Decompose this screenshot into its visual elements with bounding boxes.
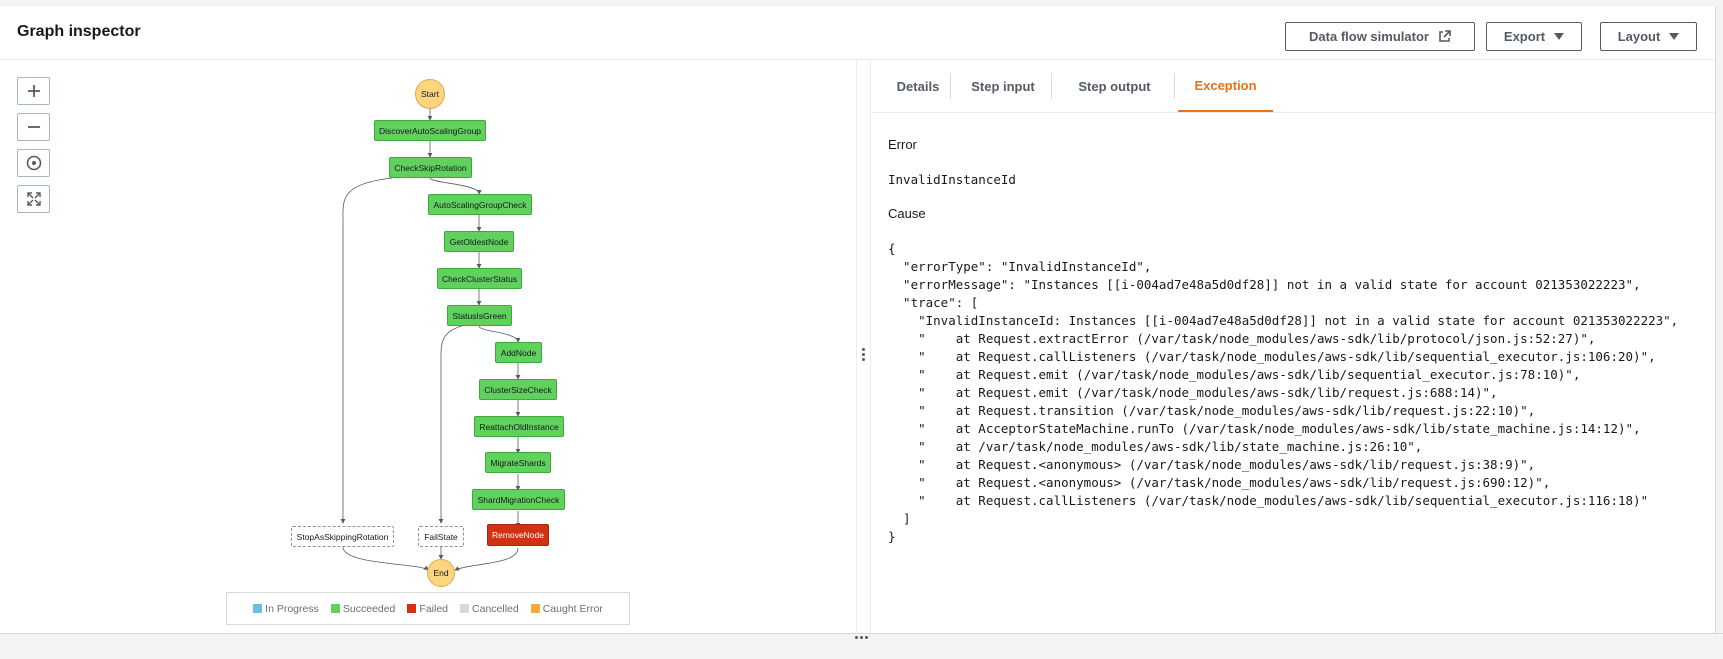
error-label: Error bbox=[888, 137, 917, 152]
error-value: InvalidInstanceId bbox=[888, 172, 1016, 187]
layout-label: Layout bbox=[1617, 29, 1661, 44]
details-tabs: Details Step input Step output Exception bbox=[871, 60, 1715, 113]
zoom-in-button[interactable] bbox=[17, 77, 50, 105]
legend-in-progress: In Progress bbox=[253, 603, 319, 615]
cause-line: " at Request.emit (/var/task/node_module… bbox=[888, 367, 1581, 382]
graph-edges bbox=[340, 104, 521, 571]
cause-line: "errorType": "InvalidInstanceId", bbox=[888, 259, 1152, 274]
center-icon bbox=[26, 155, 41, 171]
state-check-cluster-status[interactable]: CheckClusterStatus bbox=[437, 268, 522, 289]
legend-label: In Progress bbox=[265, 602, 319, 615]
center-button[interactable] bbox=[17, 149, 50, 177]
state-get-oldest-node[interactable]: GetOldestNode bbox=[444, 231, 514, 252]
tab-step-input[interactable]: Step input bbox=[971, 78, 1035, 94]
legend-label: Cancelled bbox=[472, 602, 519, 615]
cause-line: " at Request.extractError (/var/task/nod… bbox=[888, 331, 1596, 346]
state-cluster-size-check[interactable]: ClusterSizeCheck bbox=[479, 379, 557, 400]
cause-line: " at AcceptorStateMachine.runTo (/var/ta… bbox=[888, 421, 1641, 436]
cause-line: "InvalidInstanceId: Instances [[i-004ad7… bbox=[888, 313, 1679, 328]
state-add-node[interactable]: AddNode bbox=[495, 342, 542, 363]
layout-button[interactable]: Layout bbox=[1600, 22, 1697, 51]
zoom-out-icon bbox=[27, 126, 40, 128]
cause-line: " at Request.callListeners (/var/task/no… bbox=[888, 349, 1656, 364]
cause-line: ] bbox=[888, 511, 911, 526]
external-link-icon bbox=[1439, 30, 1451, 42]
tab-separator bbox=[1051, 73, 1052, 99]
state-check-skip-rotation[interactable]: CheckSkipRotation bbox=[389, 157, 472, 178]
legend-label: Failed bbox=[419, 602, 449, 615]
state-stop-as-skipping-rotation[interactable]: StopAsSkippingRotation bbox=[291, 526, 394, 547]
tab-exception[interactable]: Exception bbox=[1178, 60, 1273, 112]
export-button[interactable]: Export bbox=[1486, 22, 1582, 51]
start-node[interactable]: Start bbox=[415, 79, 445, 109]
tab-separator bbox=[950, 73, 951, 99]
tab-separator bbox=[1174, 73, 1175, 99]
cause-line: "trace": [ bbox=[888, 295, 979, 310]
in-progress-swatch bbox=[253, 604, 263, 613]
failed-swatch bbox=[407, 604, 417, 613]
cause-line: " at /var/task/node_modules/aws-sdk/lib/… bbox=[888, 439, 1423, 454]
split-panel-divider[interactable] bbox=[856, 60, 871, 632]
fit-screen-icon bbox=[26, 192, 41, 206]
zoom-out-button[interactable] bbox=[17, 113, 50, 141]
export-label: Export bbox=[1503, 29, 1546, 44]
details-panel bbox=[871, 60, 1715, 632]
end-node[interactable]: End bbox=[427, 559, 455, 587]
state-reattach-old-instance[interactable]: ReattachOldInstance bbox=[474, 416, 564, 437]
caret-down-icon bbox=[1669, 33, 1680, 40]
data-flow-simulator-label: Data flow simulator bbox=[1309, 29, 1429, 44]
succeeded-swatch bbox=[330, 604, 340, 613]
cause-line: "errorMessage": "Instances [[i-004ad7e48… bbox=[888, 277, 1641, 292]
legend-failed: Failed bbox=[407, 603, 448, 615]
state-shard-migration-check[interactable]: ShardMigrationCheck bbox=[472, 489, 565, 510]
state-auto-scaling-group-check[interactable]: AutoScalingGroupCheck bbox=[428, 194, 532, 215]
state-migrate-shards[interactable]: MigrateShards bbox=[485, 452, 551, 473]
cause-label: Cause bbox=[888, 206, 926, 221]
zoom-in-icon bbox=[27, 85, 40, 97]
fit-screen-button[interactable] bbox=[17, 185, 50, 213]
legend-succeeded: Succeeded bbox=[330, 602, 396, 615]
cause-line: } bbox=[888, 529, 896, 544]
legend-caught-error: Caught Error bbox=[530, 602, 603, 615]
horizontal-drag-handle-icon[interactable] bbox=[855, 636, 868, 639]
cause-line: " at Request.callListeners (/var/task/no… bbox=[888, 493, 1649, 508]
cancelled-swatch bbox=[460, 604, 470, 613]
cause-line: " at Request.emit (/var/task/node_module… bbox=[888, 385, 1498, 400]
cause-line: { bbox=[888, 241, 896, 256]
state-fail-state[interactable]: FailState bbox=[418, 526, 464, 547]
legend-label: Succeeded bbox=[342, 602, 396, 615]
cause-line: " at Request.<anonymous> (/var/task/node… bbox=[888, 475, 1551, 490]
cause-json: { "errorType": "InvalidInstanceId", "err… bbox=[888, 240, 1678, 546]
cause-line: " at Request.transition (/var/task/node_… bbox=[888, 403, 1536, 418]
cause-line: " at Request.<anonymous> (/var/task/node… bbox=[888, 457, 1536, 472]
legend-label: Caught Error bbox=[542, 602, 603, 615]
graph-legend: In Progress Succeeded Failed Cancelled C… bbox=[226, 592, 630, 625]
page-title: Graph inspector bbox=[17, 23, 141, 40]
vertical-drag-handle-icon[interactable] bbox=[862, 348, 866, 363]
caret-down-icon bbox=[1554, 33, 1565, 40]
state-remove-node[interactable]: RemoveNode bbox=[487, 524, 549, 546]
tab-step-output[interactable]: Step output bbox=[1078, 78, 1151, 94]
tab-details[interactable]: Details bbox=[896, 78, 940, 94]
caught-error-swatch bbox=[530, 604, 540, 613]
state-status-is-green[interactable]: StatusIsGreen bbox=[447, 305, 512, 326]
data-flow-simulator-button[interactable]: Data flow simulator bbox=[1285, 22, 1475, 51]
legend-cancelled: Cancelled bbox=[460, 603, 519, 615]
state-discover-auto-scaling-group[interactable]: DiscoverAutoScalingGroup bbox=[374, 120, 486, 141]
